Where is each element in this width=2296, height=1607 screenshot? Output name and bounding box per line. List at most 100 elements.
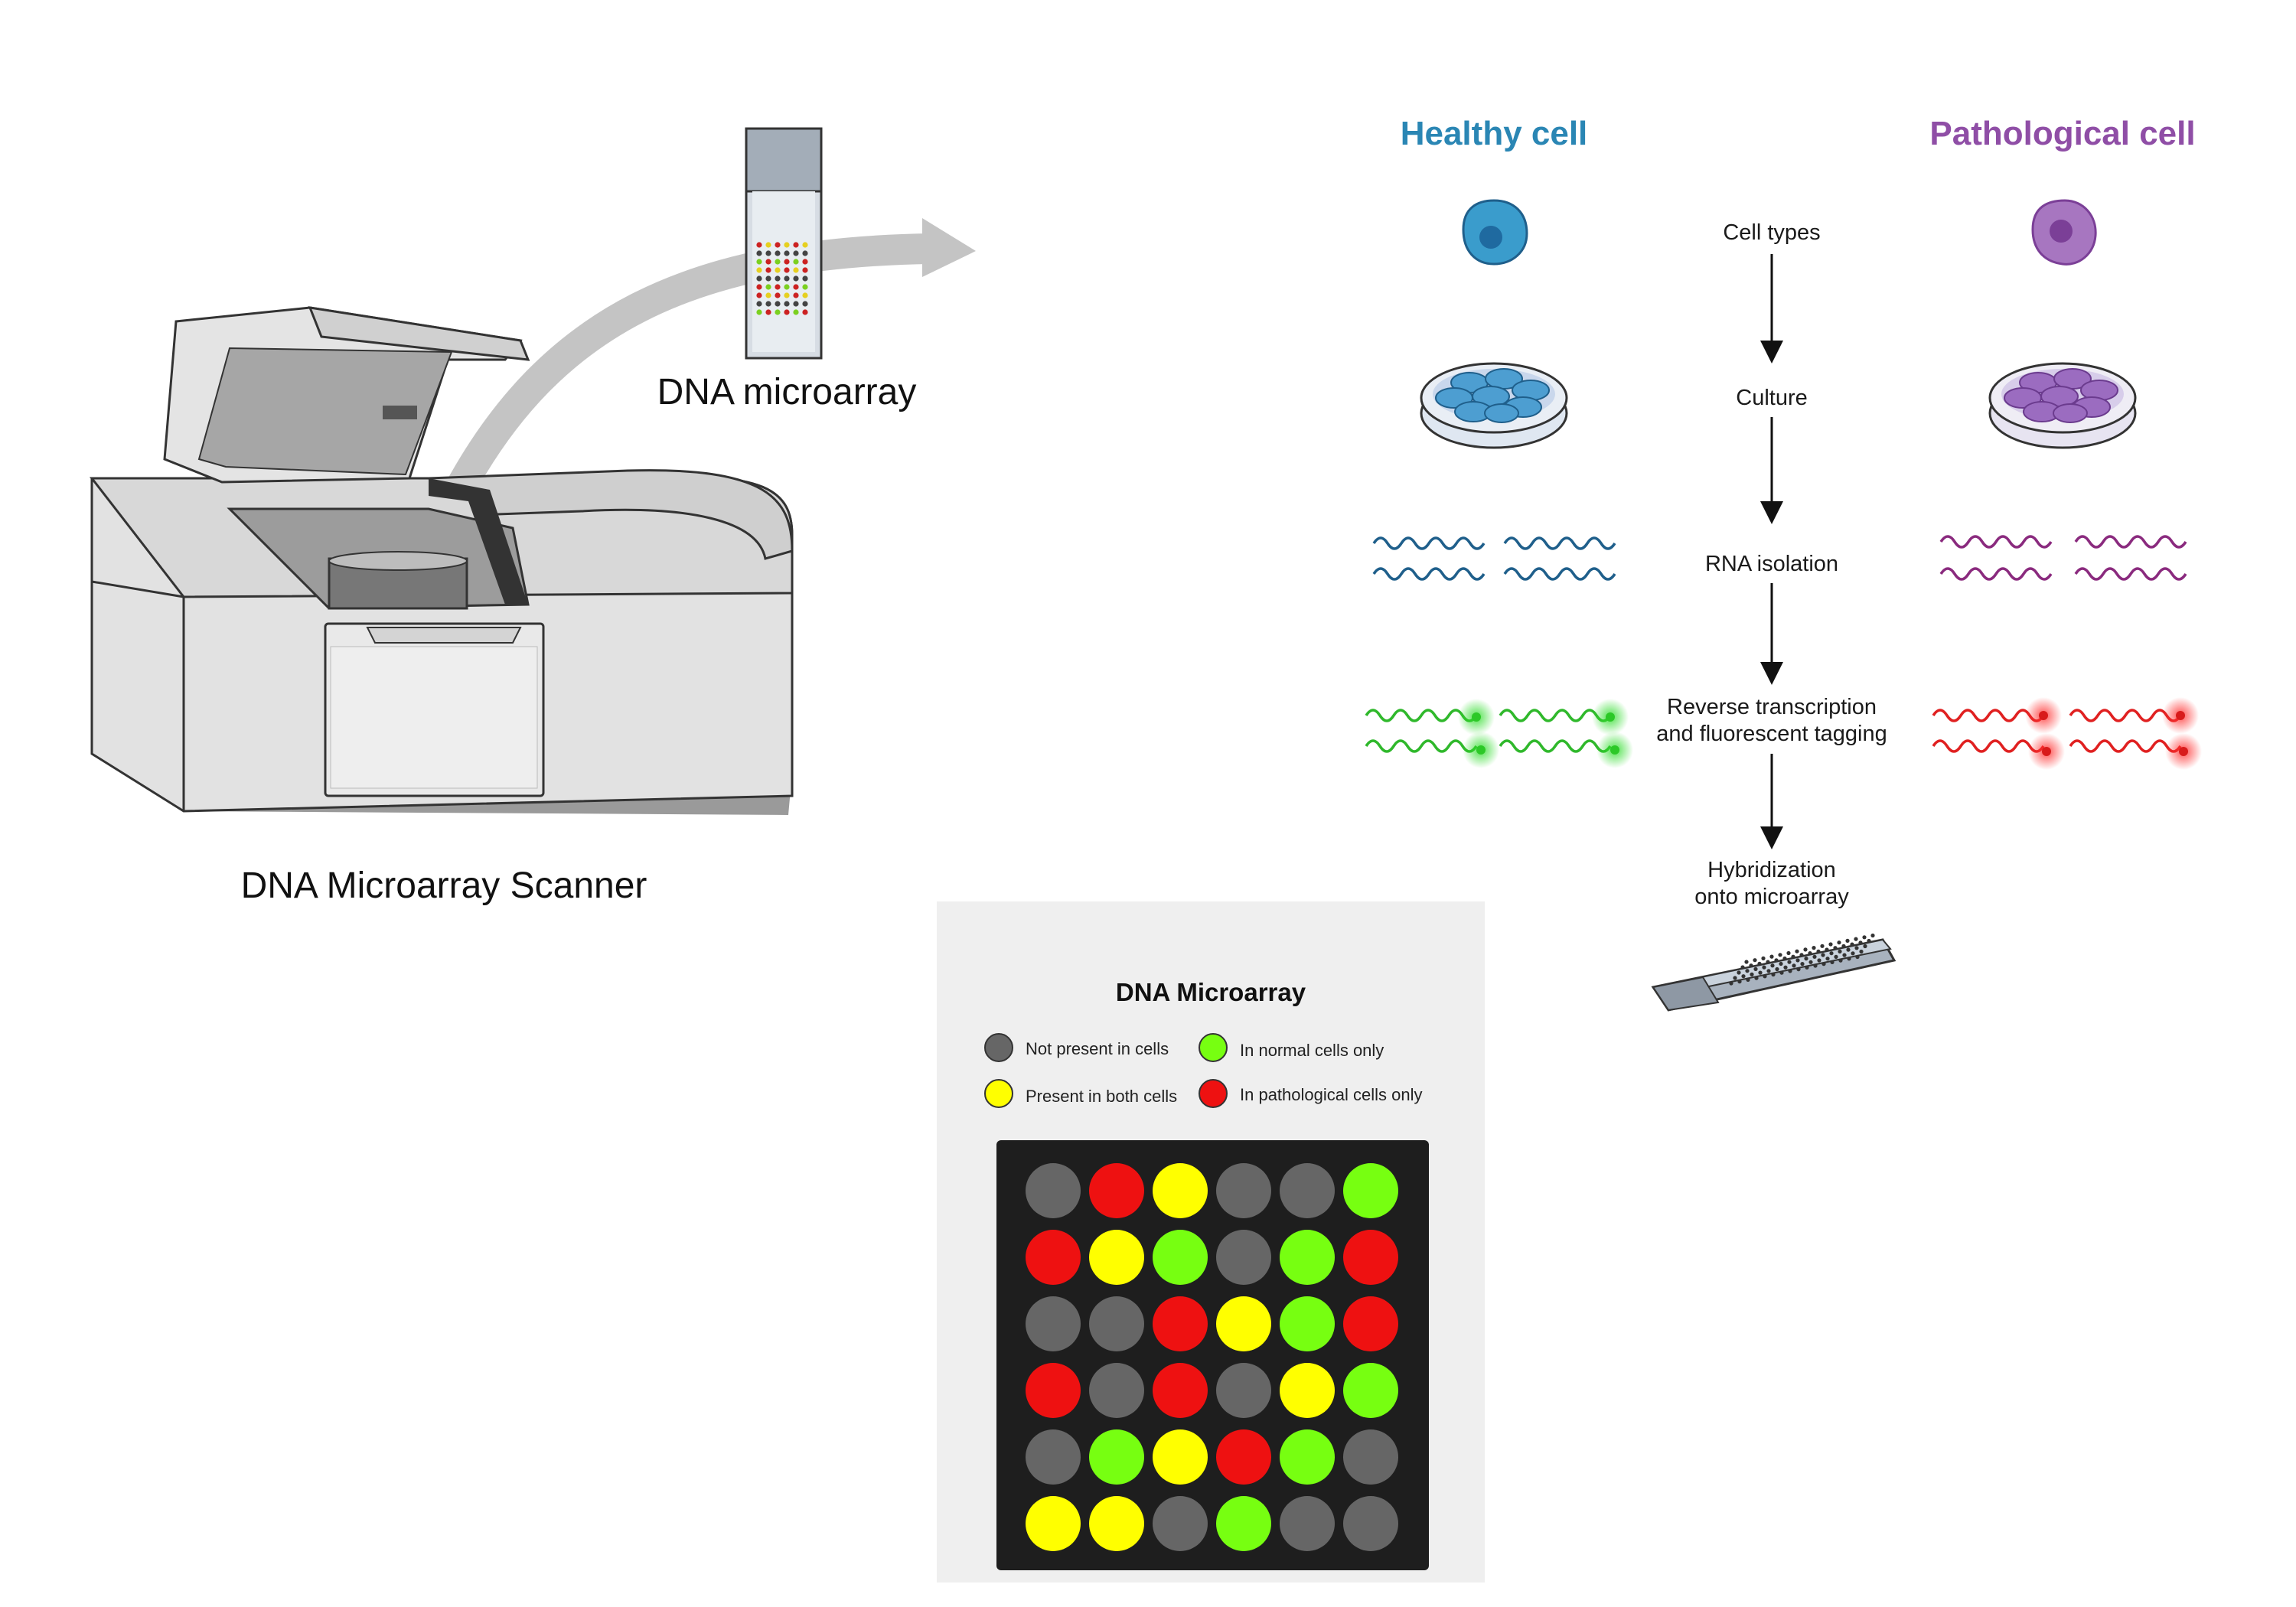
microarray-scanner-illustration	[89, 127, 976, 815]
flat-slide-spot	[1754, 976, 1759, 980]
slide-spot	[802, 259, 808, 265]
flat-slide-spot	[1758, 970, 1763, 975]
flat-slide-spot	[1775, 966, 1779, 972]
slide-spot	[793, 292, 799, 298]
slide-spot	[756, 275, 762, 282]
flat-slide-spot	[1792, 963, 1796, 968]
microarray-spot	[1026, 1363, 1081, 1418]
microarray-spot	[1280, 1363, 1335, 1418]
pathological-culture-dish-icon	[1988, 362, 2137, 449]
microarray-spot	[1280, 1296, 1335, 1351]
flat-slide-spot	[1753, 966, 1758, 971]
flat-slide-spot	[1851, 951, 1855, 956]
microarray-spot	[1026, 1429, 1081, 1485]
slide-spot	[756, 309, 762, 315]
flat-slide-spot	[1799, 953, 1804, 957]
microarray-spot	[1280, 1496, 1335, 1551]
microarray-spot	[1153, 1363, 1208, 1418]
slide-spot	[756, 301, 762, 307]
slide-spot	[765, 267, 771, 273]
slide-spot	[765, 284, 771, 290]
legend-not-present: Not present in cells	[1026, 1039, 1169, 1058]
slide-spot	[793, 275, 799, 282]
red-fluorescent-tag	[2039, 711, 2048, 720]
flat-slide-spot	[1855, 954, 1860, 960]
slide-spot	[765, 242, 771, 248]
slide-spot	[765, 301, 771, 307]
microarray-grid	[996, 1140, 1429, 1570]
tagged-strand-healthy	[1499, 709, 1612, 722]
flat-slide-spot	[1783, 965, 1788, 970]
flat-slide-spot	[1769, 954, 1774, 959]
slide-spot	[775, 267, 781, 273]
rna-strand-healthy	[1372, 536, 1486, 550]
flat-slide-spot	[1782, 956, 1787, 961]
slide-spot	[784, 292, 790, 298]
flat-slide-spot	[1762, 965, 1766, 970]
slide-spot	[775, 250, 781, 256]
slide-spot	[784, 284, 790, 290]
flat-slide-spot	[1838, 949, 1842, 953]
panel-title: DNA Microarray	[1115, 978, 1306, 1006]
flat-slide-spot	[1817, 958, 1821, 963]
scanner-label: DNA Microarray Scanner	[240, 865, 647, 906]
flat-slide-spot	[1763, 974, 1767, 979]
curved-arrow	[445, 233, 931, 497]
slide-spot	[802, 250, 808, 256]
flat-slide-spot	[1854, 946, 1859, 950]
slide-spot	[775, 242, 781, 248]
slide-spot	[756, 292, 762, 298]
slide-spot	[802, 309, 808, 315]
flat-slide-spot	[1796, 967, 1801, 972]
legend-dot-both	[984, 1079, 1013, 1108]
flat-slide-spot	[1854, 937, 1858, 941]
flat-slide-spot	[1862, 935, 1867, 940]
flat-slide-spot	[1847, 957, 1851, 961]
rna-strand-healthy	[1503, 536, 1616, 550]
healthy-cell-title: Healthy cell	[1400, 115, 1588, 152]
microarray-label: DNA microarray	[657, 372, 917, 412]
hybridization-microarray-slide-icon	[1651, 933, 1896, 1012]
slide-spot	[784, 250, 790, 256]
slide-spot	[756, 242, 762, 248]
slide-spot	[775, 275, 781, 282]
slide-spot	[793, 267, 799, 273]
step-hybridization: Hybridization onto microarray	[1694, 858, 1849, 909]
microarray-spot	[1216, 1296, 1271, 1351]
flat-slide-spot	[1821, 953, 1825, 957]
microarray-spot	[1026, 1296, 1081, 1351]
legend-normal-only: In normal cells only	[1240, 1041, 1384, 1060]
slide-spot	[775, 301, 781, 307]
flat-slide-spot	[1746, 977, 1750, 982]
slide-spot	[802, 284, 808, 290]
green-fluorescent-tag	[1606, 712, 1615, 722]
slide-spot	[793, 250, 799, 256]
flat-slide-spot	[1858, 940, 1863, 945]
microarray-spot	[1089, 1296, 1144, 1351]
slide-spot	[775, 292, 781, 298]
microarray-spot	[1153, 1230, 1208, 1285]
flat-slide-spot	[1741, 974, 1746, 979]
rna-strand-pathological	[2074, 567, 2187, 581]
legend-both: Present in both cells	[1026, 1087, 1178, 1106]
slide-spot	[775, 259, 781, 265]
flat-slide-spot	[1729, 981, 1733, 986]
red-fluorescent-tag	[2042, 747, 2051, 756]
flat-slide-spot	[1850, 942, 1854, 947]
microarray-spot	[1216, 1429, 1271, 1485]
microarray-spot	[1280, 1163, 1335, 1218]
slide-spot	[765, 250, 771, 256]
tagged-strand-pathological	[1932, 739, 2045, 753]
step-rna-isolation: RNA isolation	[1704, 552, 1839, 576]
tagged-strand-healthy	[1365, 709, 1478, 722]
slide-spot	[765, 292, 771, 298]
flat-slide-spot	[1737, 980, 1742, 984]
flat-slide-spot	[1846, 947, 1851, 952]
microarray-spot	[1343, 1429, 1398, 1485]
slide-spot	[784, 309, 790, 315]
flat-slide-spot	[1838, 958, 1843, 963]
healthy-cell-icon	[1462, 199, 1528, 266]
pathological-cell-title: Pathological cell	[1929, 115, 2196, 152]
flat-slide-spot	[1863, 944, 1867, 949]
pathological-cell-icon	[2031, 199, 2097, 266]
